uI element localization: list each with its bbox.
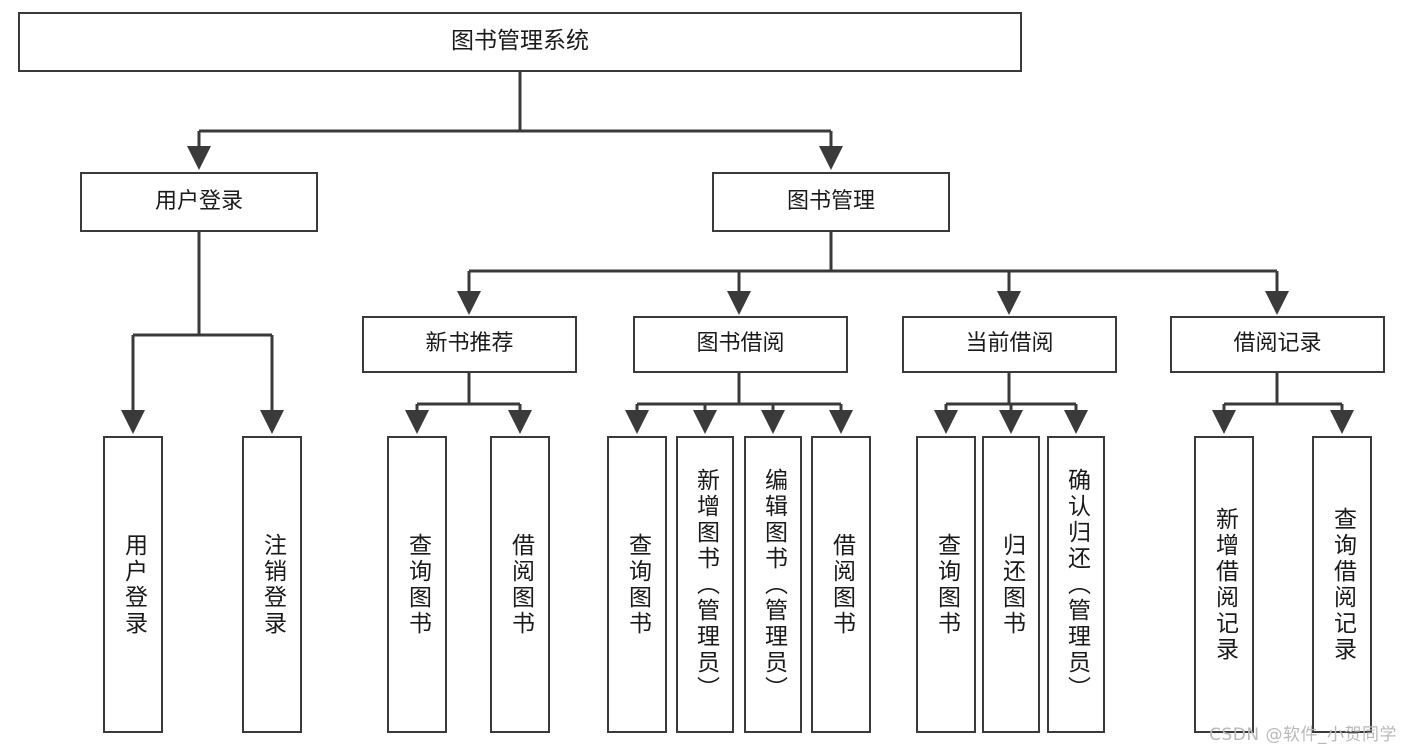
node-leaf-borrow-book-1[interactable]: 借阅图书 bbox=[490, 436, 550, 733]
node-book-manage[interactable]: 图书管理 bbox=[712, 172, 950, 232]
node-new-book-recommend[interactable]: 新书推荐 bbox=[362, 316, 577, 373]
node-label: 注销登录 bbox=[259, 532, 286, 637]
node-label: 借阅记录 bbox=[1233, 331, 1322, 357]
node-leaf-return-book[interactable]: 归还图书 bbox=[982, 436, 1040, 733]
node-leaf-user-logout[interactable]: 注销登录 bbox=[242, 436, 302, 733]
node-label: 用户登录 bbox=[120, 532, 147, 637]
node-leaf-user-login[interactable]: 用户登录 bbox=[103, 436, 163, 733]
node-label: 编辑图书（管理员） bbox=[760, 467, 787, 702]
node-leaf-edit-book[interactable]: 编辑图书（管理员） bbox=[744, 436, 802, 733]
node-leaf-add-book[interactable]: 新增图书（管理员） bbox=[676, 436, 734, 733]
node-label: 查询借阅记录 bbox=[1329, 506, 1356, 663]
node-leaf-add-record[interactable]: 新增借阅记录 bbox=[1194, 436, 1254, 733]
node-label: 借阅图书 bbox=[507, 532, 534, 637]
node-label: 查询图书 bbox=[404, 532, 431, 637]
node-current-borrow[interactable]: 当前借阅 bbox=[902, 316, 1117, 373]
node-root-system[interactable]: 图书管理系统 bbox=[18, 12, 1022, 72]
node-leaf-borrow-book-2[interactable]: 借阅图书 bbox=[811, 436, 871, 733]
node-label: 新增借阅记录 bbox=[1211, 506, 1238, 663]
node-label: 用户登录 bbox=[154, 188, 243, 214]
node-label: 图书管理系统 bbox=[451, 28, 589, 55]
node-label: 新增图书（管理员） bbox=[692, 467, 719, 702]
node-borrow-record[interactable]: 借阅记录 bbox=[1170, 316, 1385, 373]
node-leaf-query-book-3[interactable]: 查询图书 bbox=[916, 436, 976, 733]
node-label: 当前借阅 bbox=[965, 331, 1054, 357]
node-label: 借阅图书 bbox=[828, 532, 855, 637]
node-label: 查询图书 bbox=[933, 532, 960, 637]
node-user-login[interactable]: 用户登录 bbox=[80, 172, 318, 232]
node-label: 确认归还（管理员） bbox=[1063, 467, 1090, 702]
node-leaf-confirm-return[interactable]: 确认归还（管理员） bbox=[1047, 436, 1105, 733]
node-label: 新书推荐 bbox=[425, 331, 514, 357]
node-leaf-query-book-2[interactable]: 查询图书 bbox=[607, 436, 667, 733]
node-leaf-query-book-1[interactable]: 查询图书 bbox=[387, 436, 447, 733]
node-book-borrow[interactable]: 图书借阅 bbox=[633, 316, 848, 373]
node-label: 查询图书 bbox=[624, 532, 651, 637]
node-label: 图书借阅 bbox=[696, 331, 785, 357]
node-label: 归还图书 bbox=[998, 532, 1025, 637]
watermark-text: CSDN @软件_小贺同学 bbox=[1209, 725, 1397, 745]
node-leaf-query-record[interactable]: 查询借阅记录 bbox=[1312, 436, 1372, 733]
node-label: 图书管理 bbox=[786, 188, 875, 214]
